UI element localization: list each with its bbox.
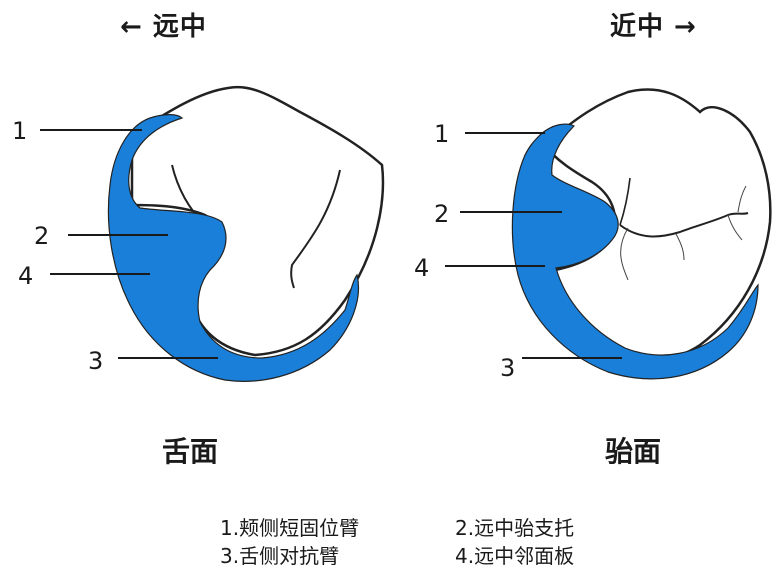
- fissure-branch-2: [620, 227, 629, 281]
- callout-number-2-left: 2: [34, 222, 49, 250]
- callout-number-3-right: 3: [500, 354, 515, 382]
- callout-number-2-right: 2: [434, 200, 449, 228]
- callout-number-1-left: 1: [12, 117, 27, 145]
- occlusal-view: 1 2 4 3: [414, 88, 772, 382]
- clasp-occlusal: [511, 123, 759, 380]
- clasp-lingual: [107, 114, 360, 382]
- legend-item-2: 2.远中骀支托: [455, 516, 575, 540]
- callout-number-4-right: 4: [414, 254, 429, 282]
- callout-number-3-left: 3: [88, 347, 103, 375]
- fissure-branch-3: [675, 233, 685, 261]
- legend-item-1: 1.颊侧短固位臂: [220, 516, 360, 540]
- fissure-branch-5: [737, 185, 747, 213]
- view-caption-lingual: 舌面: [162, 435, 219, 468]
- direction-label-distal: ← 远中: [120, 12, 207, 42]
- tooth-groove-right: [290, 169, 341, 289]
- central-fissure: [619, 212, 749, 238]
- callout-number-4-left: 4: [18, 262, 33, 290]
- direction-label-mesial: 近中 →: [610, 12, 697, 42]
- lingual-view: 1 2 4 3: [12, 85, 385, 382]
- fissure-branch-4: [727, 214, 743, 241]
- fissure-branch-1: [619, 177, 631, 226]
- legend-item-3: 3.舌侧对抗臂: [220, 544, 340, 568]
- view-caption-occlusal: 骀面: [605, 435, 662, 468]
- callout-number-1-right: 1: [434, 120, 449, 148]
- legend-item-4: 4.远中邻面板: [455, 544, 575, 568]
